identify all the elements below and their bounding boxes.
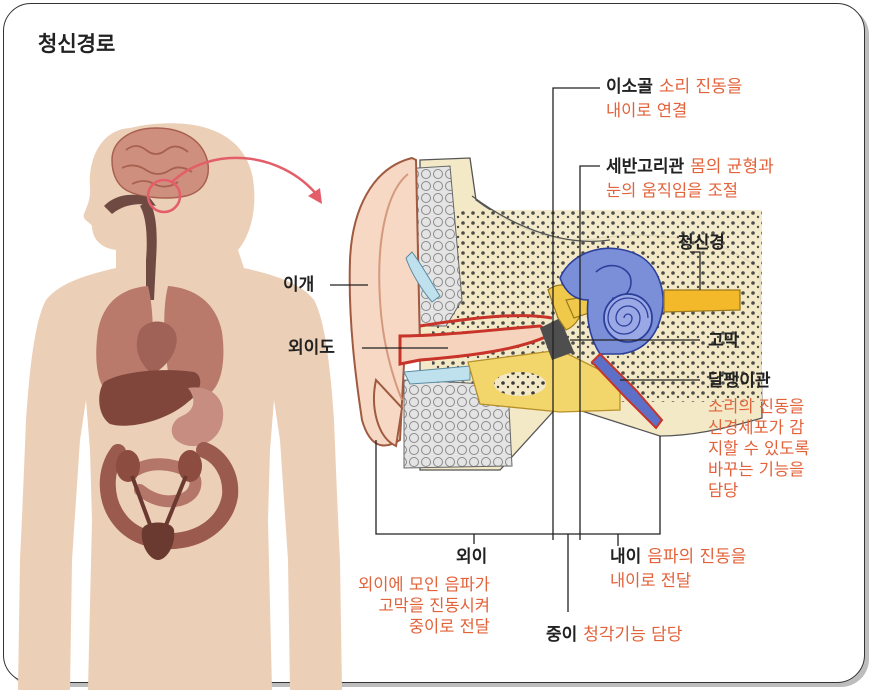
cochlea-desc-line: 담당	[708, 480, 810, 501]
outer-ear-label: 외이	[456, 546, 487, 568]
semicircular-desc-line1: 몸의 균형과	[690, 157, 774, 177]
cochlea-label: 달팽이관	[708, 370, 771, 392]
semicircular-name: 세반고리관	[606, 157, 684, 177]
middle-ear-name: 중이	[546, 625, 577, 645]
ossicles-desc-line2: 내이로 연결	[606, 100, 687, 121]
cochlea-desc-line: 지할 수 있도록	[708, 438, 810, 459]
middle-ear-label: 중이 청각기능 담당	[546, 624, 682, 646]
ear-cross-section	[350, 158, 762, 470]
cochlea-desc-line: 바꾸는 기능을	[708, 459, 810, 480]
inner-ear-label: 내이 음파의 진동을	[610, 546, 746, 568]
middle-ear-desc: 청각기능 담당	[583, 625, 682, 645]
cochlea-desc-line: 신경세포가 감	[708, 417, 810, 438]
pinna-label: 이개	[283, 274, 314, 296]
outer-ear-desc-line: 중이로 전달	[300, 616, 490, 637]
human-body-figure	[18, 123, 342, 690]
ear-canal-label: 외이도	[288, 337, 335, 359]
semicircular-label: 세반고리관 몸의 균형과	[606, 156, 774, 178]
outer-ear-desc-line: 외이에 모인 음파가	[300, 574, 490, 595]
inner-ear-desc-line1: 음파의 진동을	[647, 547, 746, 567]
ossicles-desc-line1: 소리 진동을	[659, 77, 743, 97]
ossicles-name: 이소골	[606, 77, 653, 97]
outer-ear-desc-line: 고막을 진동시켜	[300, 595, 490, 616]
eardrum-label: 고막	[708, 330, 739, 352]
outer-ear-description: 외이에 모인 음파가 고막을 진동시켜 중이로 전달	[300, 574, 490, 637]
cochlea-description: 소리의 진동을 신경세포가 감 지할 수 있도록 바꾸는 기능을 담당	[708, 396, 810, 501]
inner-ear-name: 내이	[610, 547, 641, 567]
auditory-nerve-label: 청신경	[678, 232, 725, 254]
ossicles-label: 이소골 소리 진동을	[606, 76, 742, 98]
semicircular-desc-line2: 눈의 움직임을 조절	[606, 180, 738, 201]
inner-ear-desc-line2: 내이로 전달	[610, 570, 691, 591]
cochlea-desc-line: 소리의 진동을	[708, 396, 810, 417]
